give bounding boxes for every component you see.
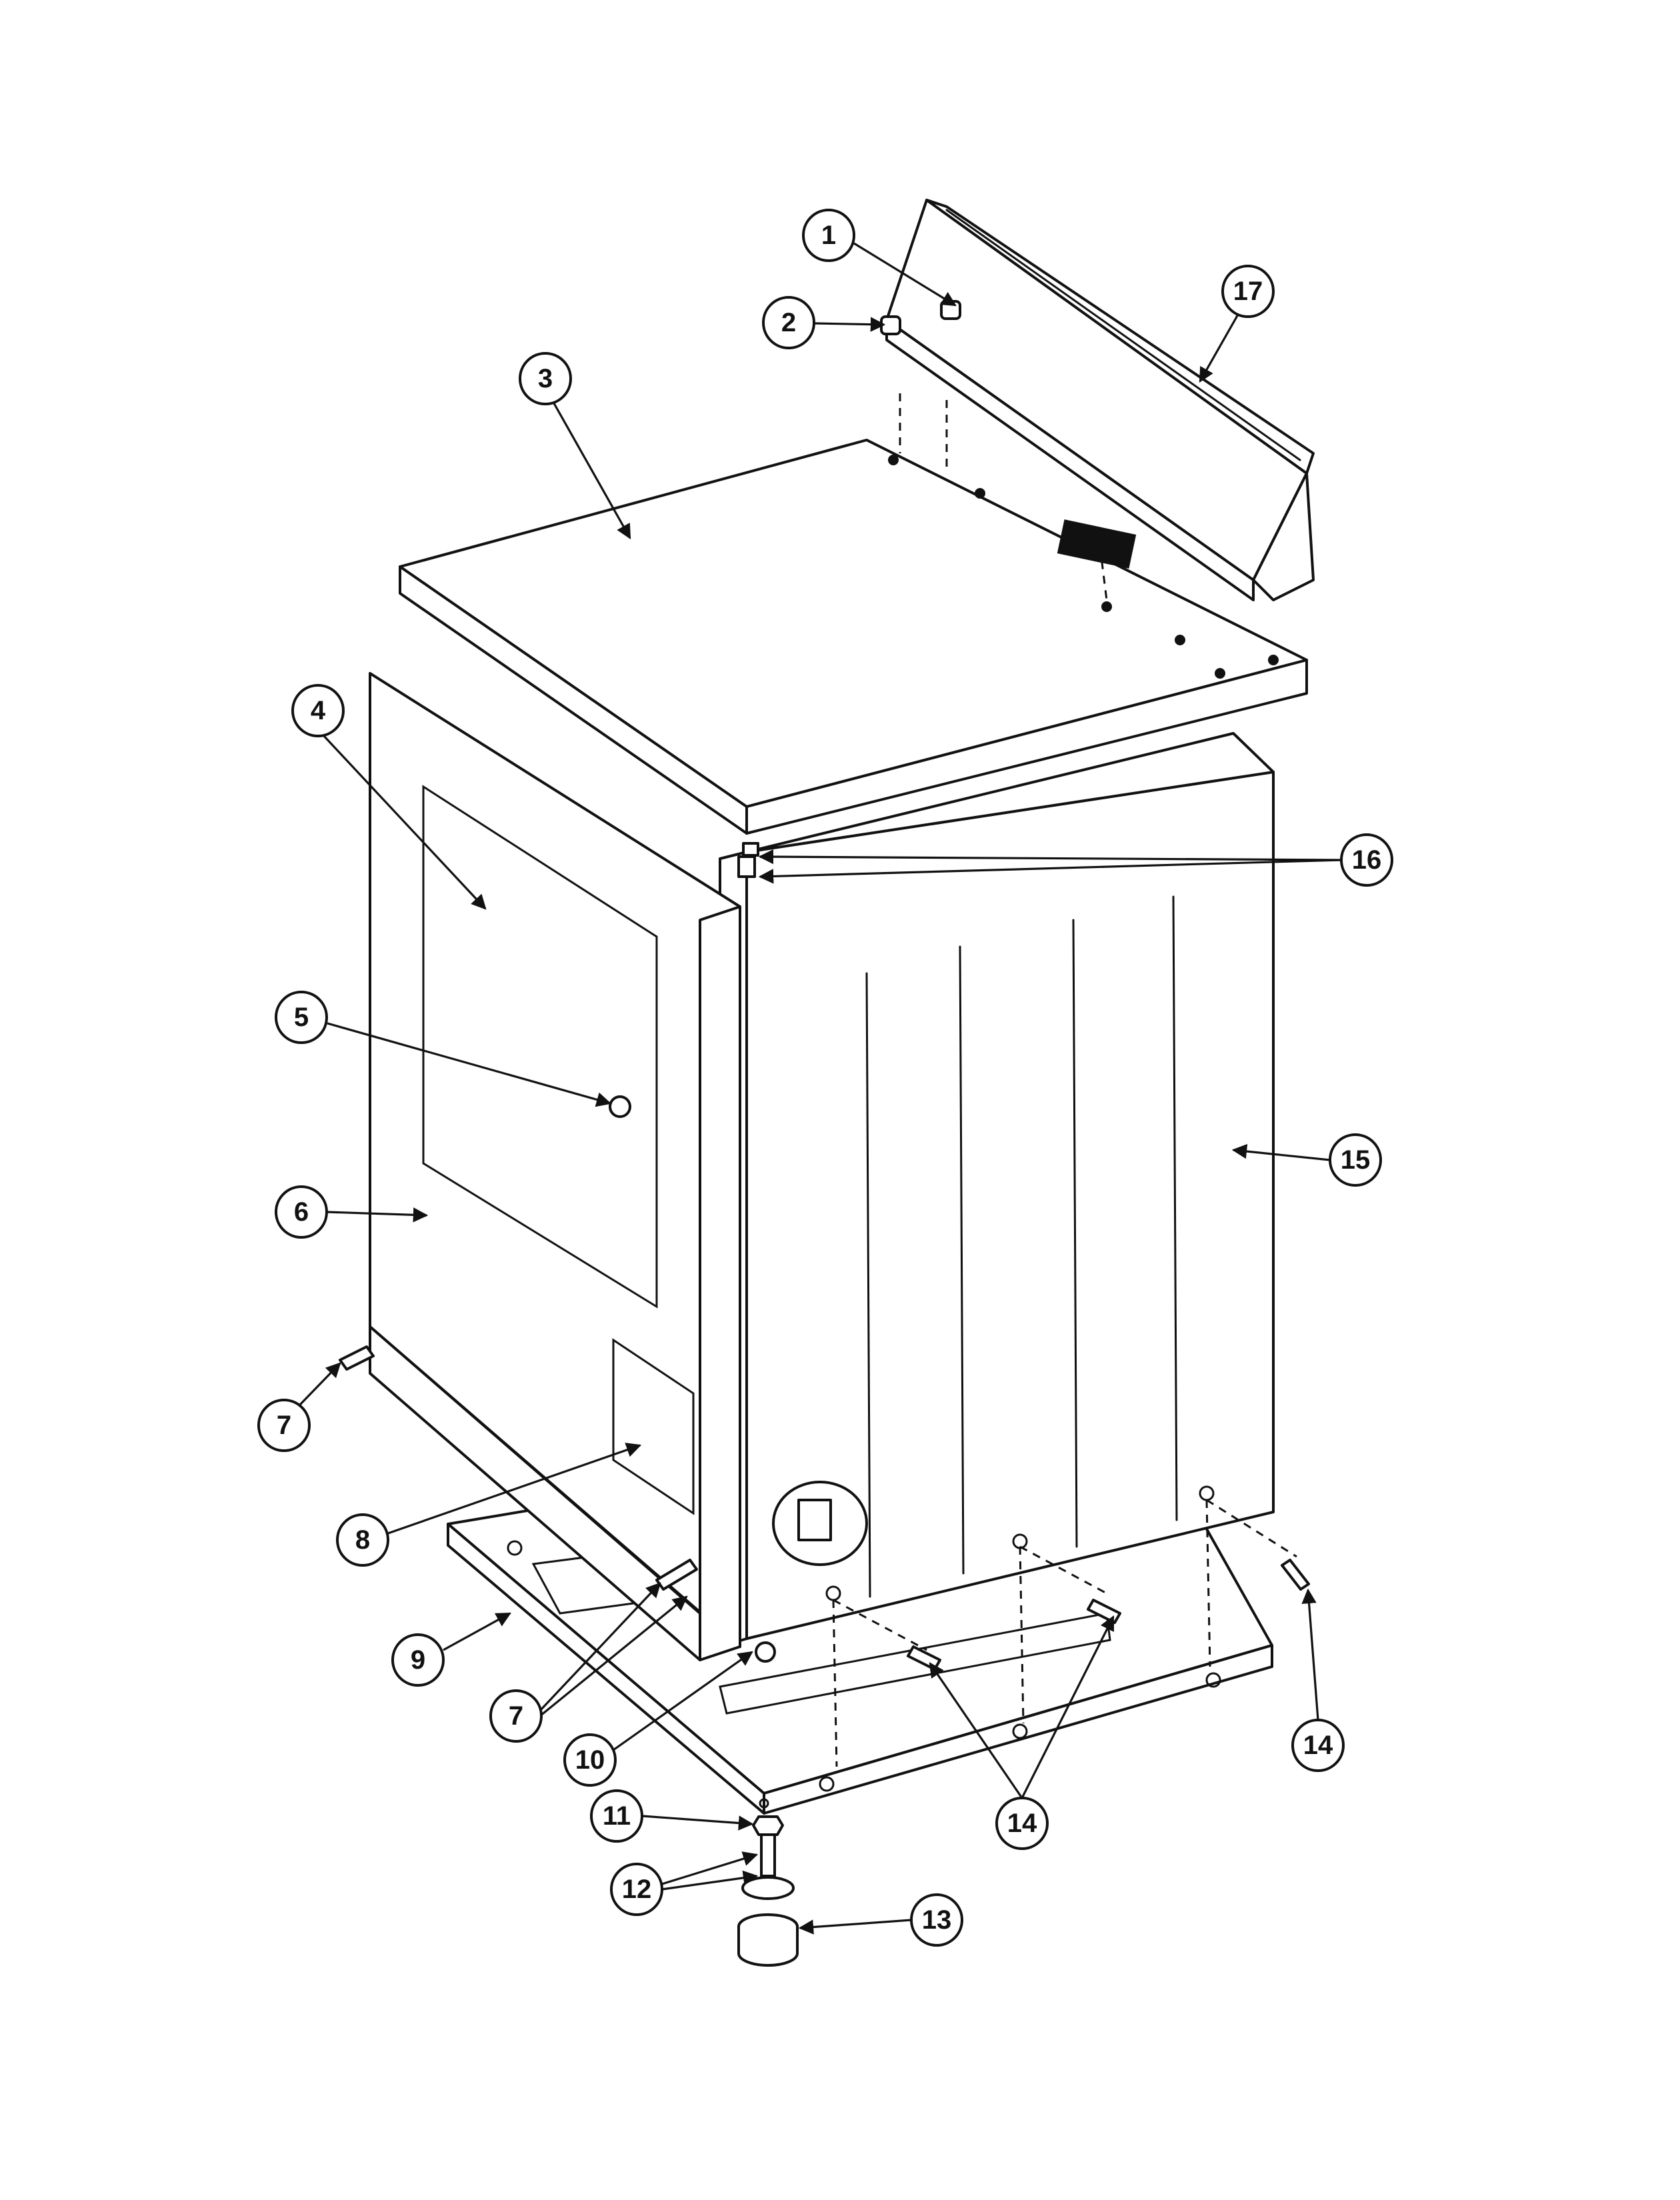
leader-line	[387, 1443, 642, 1535]
callout-circle	[1221, 265, 1275, 318]
control-panel	[885, 199, 1315, 601]
callout-circle	[257, 1399, 311, 1452]
callout-number: 13	[922, 1905, 952, 1935]
callout-number: 15	[1341, 1145, 1371, 1175]
callout-number: 3	[538, 364, 553, 393]
callout-circle	[291, 684, 345, 737]
leader-line	[1231, 1143, 1331, 1161]
callout-circle	[489, 1689, 543, 1743]
callout-7a: 7	[257, 1362, 341, 1452]
front-panel-door	[369, 672, 868, 1661]
callout-14b: 14	[1291, 1588, 1345, 1772]
callout-number: 9	[411, 1645, 425, 1675]
leader-line	[814, 317, 886, 332]
callout-number: 7	[509, 1701, 523, 1731]
callout-circle	[391, 1633, 445, 1687]
leader-line	[798, 1919, 912, 1935]
callout-11: 11	[590, 1789, 754, 1843]
leader-line	[661, 1870, 759, 1891]
callout-6: 6	[275, 1185, 429, 1239]
callout-8: 8	[336, 1443, 642, 1567]
callout-number: 10	[575, 1745, 605, 1775]
leader-line	[641, 1815, 754, 1831]
leader-line	[758, 849, 1342, 865]
assembly-guide-lines	[832, 393, 1297, 1767]
callout-number: 6	[294, 1197, 309, 1227]
callout-15: 15	[1231, 1133, 1382, 1187]
callout-1: 1	[802, 209, 957, 307]
callout-circle	[1291, 1719, 1345, 1772]
callout-13: 13	[798, 1893, 963, 1947]
callout-14a: 14	[929, 1615, 1115, 1850]
callout-2: 2	[762, 296, 886, 349]
callout-number: 11	[603, 1801, 631, 1831]
callout-circle	[910, 1893, 963, 1947]
callout-12: 12	[610, 1851, 759, 1916]
leader-line	[758, 859, 1342, 884]
callout-9: 9	[391, 1612, 511, 1687]
callout-16: 16	[758, 833, 1393, 887]
callout-number: 14	[1007, 1809, 1037, 1838]
callout-circle	[275, 1185, 328, 1239]
callout-number: 17	[1233, 277, 1263, 306]
callout-number: 16	[1352, 845, 1382, 875]
callout-circle	[762, 296, 815, 349]
leader-line	[1199, 313, 1240, 383]
leader-line	[661, 1851, 759, 1885]
leader-line	[539, 1582, 661, 1712]
callout-circle	[1340, 833, 1393, 887]
callout-number: 5	[294, 1003, 309, 1032]
leader-line	[322, 734, 487, 910]
callout-circle	[275, 991, 328, 1044]
leader-line	[539, 1595, 688, 1717]
callout-3: 3	[519, 352, 631, 539]
callout-circle	[519, 352, 572, 405]
leader-line	[327, 1207, 429, 1223]
callout-number: 4	[311, 696, 326, 725]
leader-line	[613, 1651, 753, 1751]
leader-line	[327, 1022, 612, 1107]
leader-line	[929, 1662, 1023, 1799]
callout-17: 17	[1199, 265, 1275, 383]
callout-5: 5	[275, 991, 612, 1107]
callout-circle	[590, 1789, 643, 1843]
callout-7b: 7	[489, 1582, 688, 1743]
leader-line	[443, 1612, 511, 1651]
callout-number: 7	[277, 1411, 291, 1440]
leader-line	[853, 242, 957, 307]
callout-circle	[563, 1733, 617, 1787]
leader-line	[553, 403, 631, 539]
callout-4: 4	[291, 684, 487, 910]
leader-line	[299, 1362, 341, 1406]
callout-circle	[336, 1513, 389, 1567]
leader-line	[1021, 1615, 1115, 1799]
callout-number: 8	[355, 1525, 370, 1555]
callout-number: 12	[622, 1875, 652, 1904]
callout-number: 2	[781, 308, 796, 337]
callout-number: 1	[821, 221, 836, 250]
callout-number: 14	[1303, 1731, 1333, 1760]
callout-circle	[802, 209, 855, 262]
callout-circle	[610, 1863, 663, 1916]
callout-circle	[1329, 1133, 1382, 1187]
callout-circle	[995, 1797, 1049, 1850]
callout-10: 10	[563, 1651, 753, 1787]
leader-line	[1301, 1588, 1319, 1721]
